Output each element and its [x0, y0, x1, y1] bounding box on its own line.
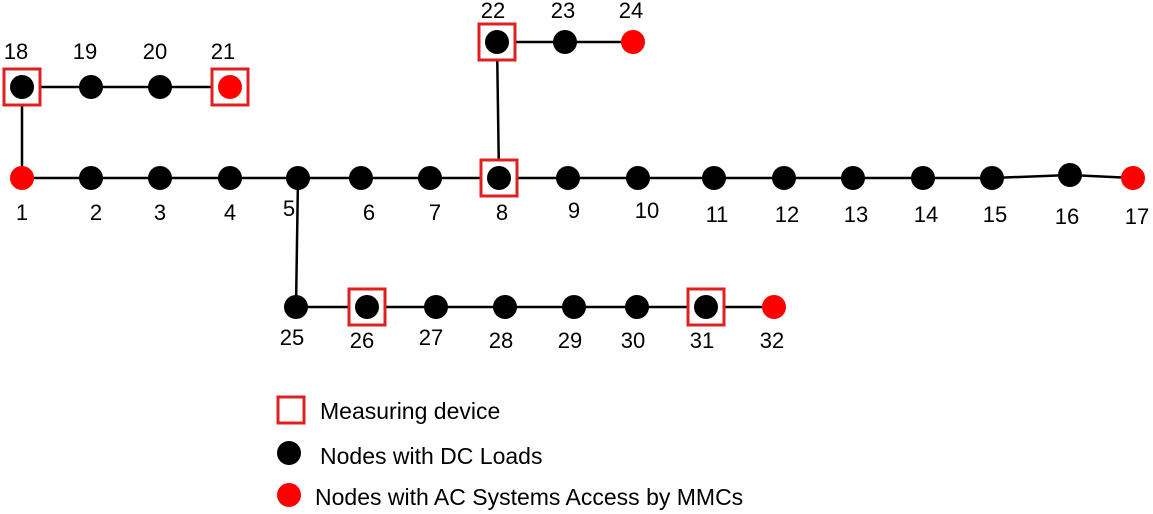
node-23 — [553, 30, 577, 54]
legend-dc-node-label: Nodes with DC Loads — [320, 443, 542, 469]
node-label-26: 26 — [350, 328, 374, 353]
legend-ac-node-icon — [277, 483, 301, 507]
node-2 — [79, 166, 103, 190]
legend-measuring-device-label: Measuring device — [320, 398, 500, 424]
node-32 — [762, 295, 786, 319]
node-label-9: 9 — [568, 198, 580, 223]
node-11 — [702, 166, 726, 190]
legend: Measuring device Nodes with DC Loads Nod… — [276, 395, 743, 510]
node-8 — [487, 166, 511, 190]
node-21 — [218, 75, 242, 99]
node-1 — [10, 166, 34, 190]
node-18 — [10, 75, 34, 99]
node-label-14: 14 — [914, 202, 938, 227]
node-7 — [418, 166, 442, 190]
node-label-31: 31 — [690, 328, 714, 353]
node-label-20: 20 — [143, 39, 167, 64]
node-19 — [79, 75, 103, 99]
node-15 — [980, 166, 1004, 190]
node-label-32: 32 — [760, 328, 784, 353]
node-16 — [1058, 163, 1082, 187]
node-12 — [772, 166, 796, 190]
node-label-2: 2 — [90, 200, 102, 225]
node-label-27: 27 — [419, 325, 443, 350]
node-label-21: 21 — [211, 39, 235, 64]
node-4 — [218, 166, 242, 190]
node-22 — [485, 30, 509, 54]
node-29 — [562, 295, 586, 319]
node-label-29: 29 — [558, 328, 582, 353]
node-6 — [349, 166, 373, 190]
network-nodes — [10, 30, 1145, 319]
node-label-5: 5 — [283, 196, 295, 221]
node-label-28: 28 — [489, 328, 513, 353]
node-26 — [355, 295, 379, 319]
node-label-19: 19 — [73, 39, 97, 64]
line-15-16 — [991, 173, 1071, 180]
node-label-24: 24 — [619, 0, 643, 23]
node-3 — [148, 166, 172, 190]
node-label-15: 15 — [983, 202, 1007, 227]
legend-measuring-device-icon — [276, 395, 306, 425]
node-30 — [625, 295, 649, 319]
node-label-7: 7 — [429, 200, 441, 225]
node-label-8: 8 — [496, 200, 508, 225]
legend-dc-node-icon — [277, 441, 301, 465]
node-27 — [424, 295, 448, 319]
node-label-3: 3 — [154, 200, 166, 225]
node-label-18: 18 — [4, 39, 28, 64]
node-31 — [694, 295, 718, 319]
node-13 — [841, 166, 865, 190]
node-9 — [556, 166, 580, 190]
node-10 — [626, 166, 650, 190]
node-label-1: 1 — [16, 200, 28, 225]
node-label-6: 6 — [363, 200, 375, 225]
node-label-12: 12 — [775, 202, 799, 227]
node-20 — [148, 75, 172, 99]
node-label-23: 23 — [551, 0, 575, 23]
line-5-25 — [294, 177, 300, 308]
node-24 — [621, 30, 645, 54]
node-label-4: 4 — [224, 200, 236, 225]
line-8-22 — [495, 41, 501, 179]
node-14 — [911, 166, 935, 190]
legend-ac-node-label: Nodes with AC Systems Access by MMCs — [315, 484, 743, 510]
node-17 — [1121, 166, 1145, 190]
node-label-16: 16 — [1055, 204, 1079, 229]
node-label-17: 17 — [1125, 204, 1149, 229]
node-28 — [493, 295, 517, 319]
node-25 — [284, 295, 308, 319]
node-label-22: 22 — [481, 0, 505, 23]
node-label-13: 13 — [844, 202, 868, 227]
node-label-10: 10 — [635, 198, 659, 223]
node-label-30: 30 — [621, 328, 645, 353]
node-label-25: 25 — [280, 325, 304, 350]
node-label-11: 11 — [706, 202, 729, 227]
node-5 — [286, 166, 310, 190]
